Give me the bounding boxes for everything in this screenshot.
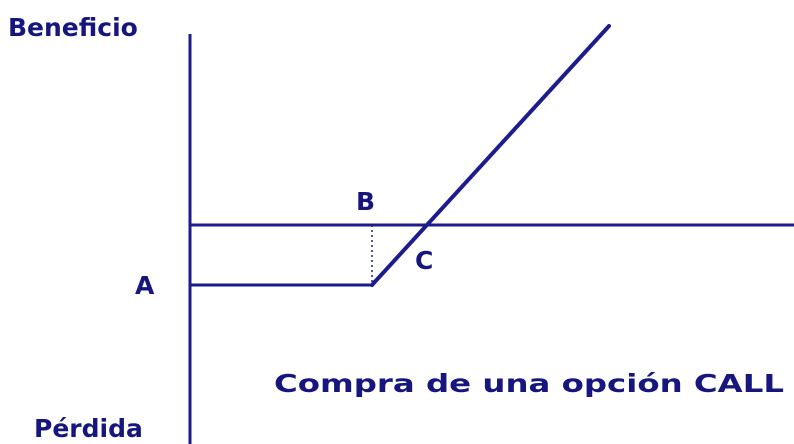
point-a-label: A: [135, 271, 155, 300]
diagram-caption: Compra de una opción CALL: [274, 369, 784, 398]
y-axis-bottom-label: Pérdida: [34, 414, 143, 443]
y-axis-top-label: Beneficio: [8, 13, 138, 42]
point-c-label: C: [415, 246, 433, 275]
point-b-label: B: [356, 187, 375, 216]
payoff-rising-segment: [370, 24, 611, 287]
